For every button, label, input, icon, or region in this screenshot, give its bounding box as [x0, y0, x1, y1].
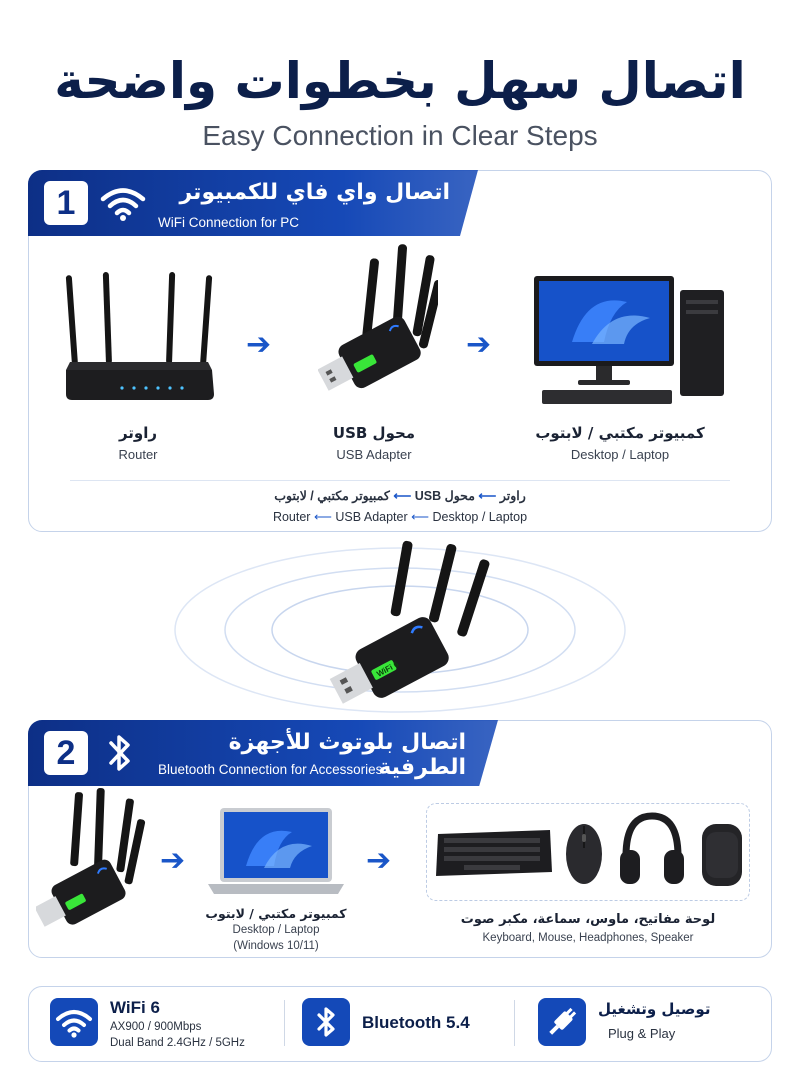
wifi-icon [100, 188, 146, 221]
bluetooth-icon [109, 735, 130, 771]
flow-en-router: Router [272, 510, 311, 524]
arrow-right-icon: ➔ [246, 327, 272, 362]
usb-adapter-label-arabic: محول USB [332, 424, 416, 442]
features-card [28, 986, 772, 1062]
page-title-arabic: اتصال سهل بخطوات واضحة [54, 52, 746, 110]
step1-title-arabic: اتصال واي فاي للكمبيوتر [179, 180, 451, 205]
flow-en-desktop: Desktop / Laptop [432, 510, 528, 524]
desktop-label-arabic: كمبيوتر مكتبي / لابتوب [535, 424, 705, 442]
usb-adapter-label-english: USB Adapter [336, 447, 412, 462]
laptop-os-label: (Windows 10/11) [233, 940, 319, 952]
step2-title-english: Bluetooth Connection for Accessories [158, 762, 383, 777]
accessories-label-arabic: لوحة مفاتيح، ماوس، سماعة، مكبر صوت [460, 912, 716, 927]
step2-banner [28, 720, 498, 786]
arrow-left-icon: ⟵ [313, 510, 336, 524]
flow-arabic: راوتر ⟵ محول USB ⟵ كمبيوتر مكتبي / لابتو… [200, 488, 600, 503]
laptop-image [208, 808, 344, 894]
wifi-feature-title: WiFi 6 [110, 998, 160, 1017]
flow-ar-router: راوتر [499, 489, 526, 503]
flow-english: Router ⟵ USB Adapter ⟵ Desktop / Laptop [200, 509, 600, 524]
arrow-right-icon: ➔ [466, 327, 492, 362]
wifi-feature-badge [50, 998, 98, 1046]
accessories-label-english: Keyboard, Mouse, Headphones, Speaker [482, 932, 694, 944]
usb-adapter-image [36, 788, 146, 927]
flow-en-usb: USB Adapter [335, 510, 408, 524]
plug-play-title-english: Plug & Play [608, 1026, 676, 1041]
accessories-box [426, 803, 750, 901]
bluetooth-feature-badge [302, 998, 350, 1046]
arrow-left-icon: ⟵ [474, 489, 497, 503]
usb-adapter-image [318, 244, 438, 391]
flow-ar-usb: محول USB [414, 489, 475, 503]
router-image [65, 272, 214, 400]
arrow-left-icon: ⟵ [411, 510, 433, 524]
step2-title-arabic: اتصال بلوتوث للأجهزة الطرفية [228, 730, 466, 780]
feature-separator [284, 1000, 285, 1046]
step2-number: 2 [44, 731, 88, 775]
plug-play-title-arabic: توصيل وتشغيل [598, 1000, 711, 1018]
arrow-right-icon: ➔ [160, 843, 186, 878]
page-title-english: Easy Connection in Clear Steps [202, 120, 598, 151]
usb-adapter-image: WiFi 6 [329, 540, 490, 704]
router-label-english: Router [118, 447, 158, 462]
wifi-icon [56, 1010, 92, 1038]
desktop-pc-image [534, 276, 724, 404]
mouse-image [566, 824, 602, 884]
desktop-label-english: Desktop / Laptop [570, 447, 670, 462]
divider [70, 480, 730, 481]
laptop-label-english: Desktop / Laptop [232, 924, 320, 936]
arrow-left-icon: ⟵ [389, 489, 412, 503]
arrow-right-icon: ➔ [366, 843, 392, 878]
feature-separator [514, 1000, 515, 1046]
usb-plug-icon [549, 1007, 577, 1035]
wifi-feature-line2: Dual Band 2.4GHz / 5GHz [110, 1037, 245, 1049]
step1-banner [28, 170, 478, 236]
step1-title-english: WiFi Connection for PC [158, 215, 300, 230]
bluetooth-feature-title: Bluetooth 5.4 [362, 1013, 470, 1032]
headphones-image [620, 812, 684, 884]
flow-ar-desktop: كمبيوتر مكتبي / لابتوب [274, 489, 390, 503]
laptop-label-arabic: كمبيوتر مكتبي / لابتوب [205, 906, 347, 921]
keyboard-image [436, 830, 552, 876]
step1-number: 1 [44, 181, 88, 225]
plug-play-feature-badge [538, 998, 586, 1046]
router-label-arabic: راوتر [118, 424, 158, 442]
wifi-feature-line1: AX900 / 900Mbps [110, 1021, 202, 1033]
bluetooth-icon [317, 1007, 335, 1037]
speaker-image [702, 824, 742, 886]
